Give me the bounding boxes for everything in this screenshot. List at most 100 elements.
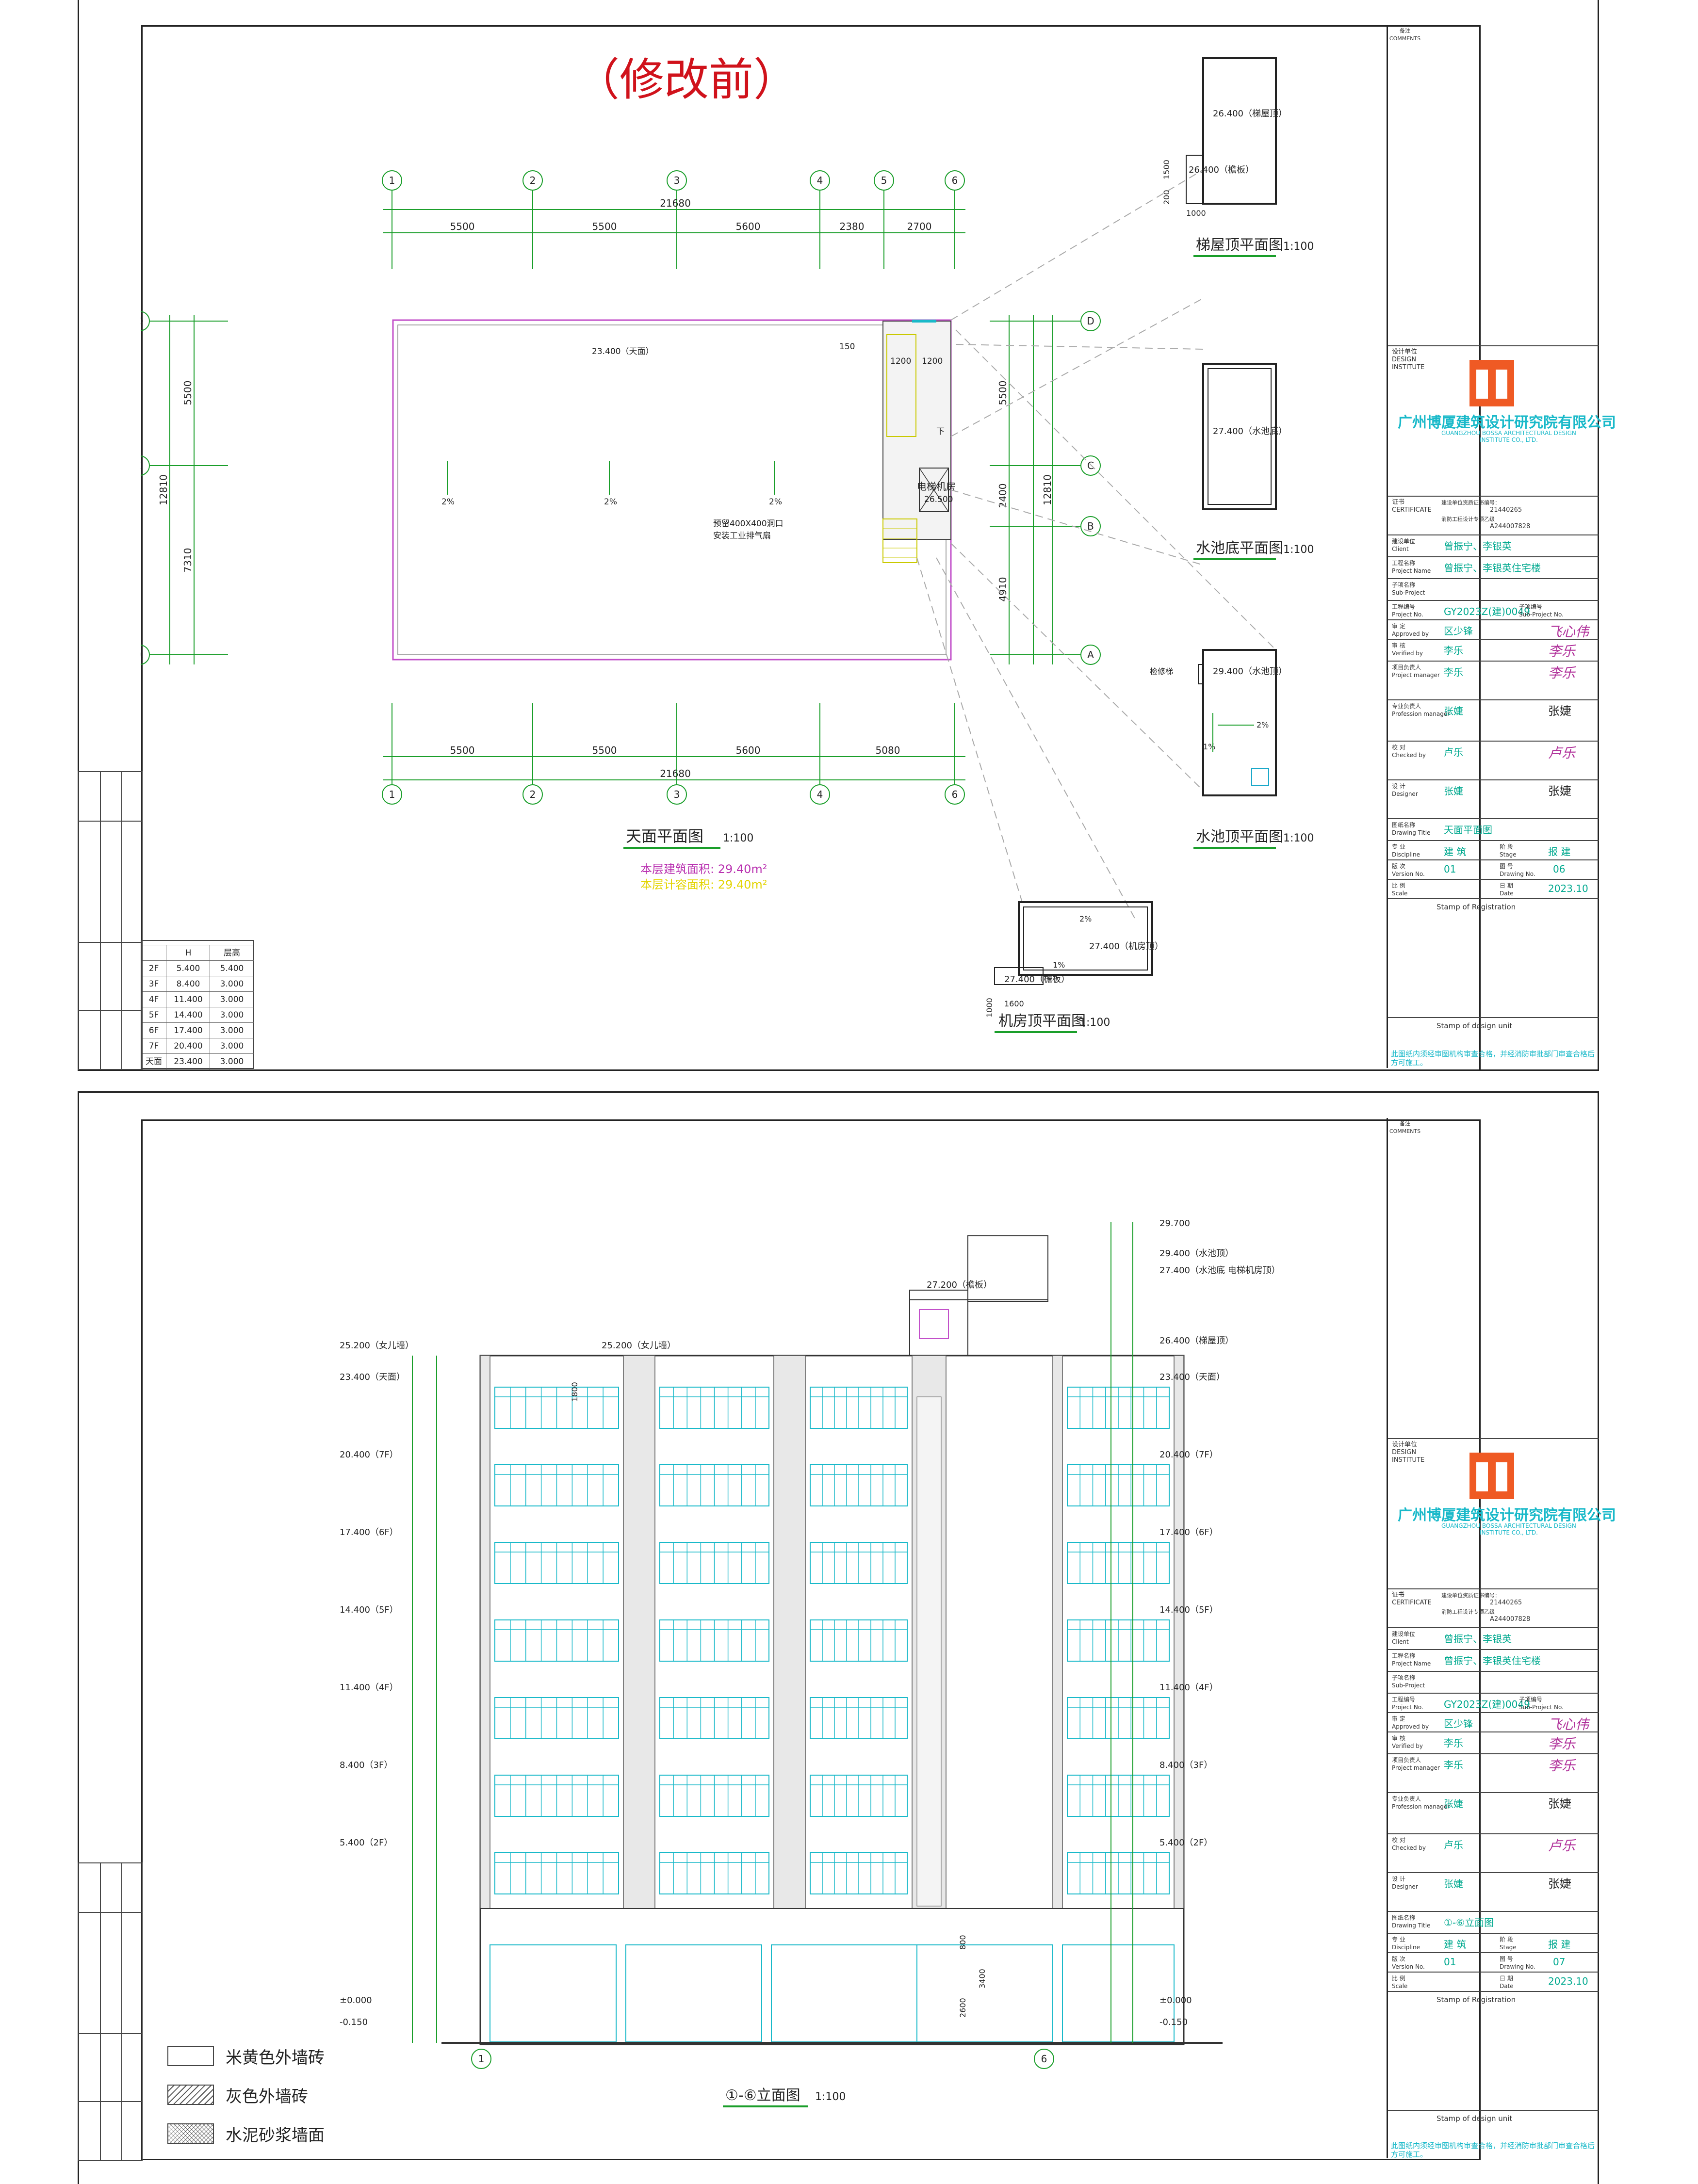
level-label: 8.400（3F） [340,1760,392,1770]
signature: 卢乐 [1548,745,1576,761]
field-value: 建 筑 [1444,846,1467,857]
building-body [479,1355,1185,2045]
cert-line: A244007828 [1490,523,1531,530]
signature: 李乐 [1548,665,1576,681]
level-label: 20.400（7F） [1159,1450,1218,1460]
axis-label: 3 [674,175,680,186]
field-value: ①-⑥立面图 [1444,1917,1494,1928]
stamp-unit-label: Stamp of design unit [1437,2114,1513,2123]
field-value: GY2023Z(建)0049 [1444,1699,1530,1710]
table-cell: 5.400 [166,960,210,976]
down-label: 下 [936,427,945,437]
title-block-row: 子项名称 Sub-Project [1388,1671,1599,1694]
slope: 2% [1079,914,1092,923]
title-block-row: Stamp of Registration [1388,898,1599,1018]
field-label: 工程名称 Project Name [1392,560,1431,574]
dim: 7310 [182,548,194,573]
axis-label: 6 [952,175,958,186]
field-label: 审 核 Verified by [1392,1735,1423,1749]
field-label: 专 业 Discipline [1392,1936,1420,1951]
level: 27.400（水池底） [1213,426,1287,437]
subplan-machine-roof: 2% 1% 27.400（机房顶） 27.400（檐板） 1000 1600 机… [985,901,1163,1033]
axis-label: 4 [817,789,823,800]
slope: 2% [604,497,617,507]
level-label: -0.150 [1159,2017,1188,2027]
design-institute-label: 设计单位 DESIGN INSTITUTE [1392,348,1425,371]
company-name: 广州博厦建筑设计研究院有限公司 [1398,1507,1616,1524]
field-value: 张婕 [1444,1878,1463,1890]
field-value: 区少锋 [1444,625,1473,637]
field-value: 07 [1553,1956,1566,1968]
field-value: 李乐 [1444,666,1463,678]
field-label: 工程编号 Project No. [1392,603,1423,618]
subplan-title: 水池底平面图 [1196,540,1283,557]
level-label: 8.400（3F） [1159,1760,1212,1770]
level-label: 11.400（4F） [1159,1682,1218,1693]
field-label: 项目负责人 Project manager [1392,1757,1440,1771]
field-label: 子项名称 Sub-Project [1392,582,1425,596]
legend-swatch-plain [167,2046,214,2066]
dim: 1000 [1186,209,1206,218]
field-label: 设 计 Designer [1392,783,1418,797]
title-block-row: Stamp of Registration [1388,1991,1599,2111]
dim: 2700 [907,221,932,232]
axis-label: B [1087,520,1094,532]
parapet-dim: 1800 [570,1382,579,1402]
stamp-registration-label: Stamp of Registration [1437,1995,1516,2004]
field-label: 工程编号 Project No. [1392,1696,1423,1711]
field-label: 校 对 Checked by [1392,1837,1426,1851]
level-label: 11.400（4F） [340,1682,398,1693]
signature: 飞心伟 [1548,624,1589,640]
field-value: 卢乐 [1444,746,1463,758]
level: 27.400（檐板） [1004,974,1070,985]
signature: 卢乐 [1548,1838,1576,1854]
dim: 1600 [1004,999,1024,1008]
axis-label: 1 [389,789,395,800]
field-value: 张婕 [1444,705,1463,717]
field-value: 张婕 [1444,785,1463,797]
level-label: 17.400（6F） [340,1527,398,1537]
level-label: 14.400（5F） [340,1605,398,1615]
level-label: 14.400（5F） [1159,1605,1218,1615]
roof-plan-drawing: 1 2 3 4 5 6 21680 5500 5500 5600 2380 27… [141,57,1314,1033]
field-label: 审 核 Verified by [1392,642,1423,657]
area-calc: 本层计容面积: 29.40m² [640,878,767,891]
table-cell: 14.400 [166,1007,210,1023]
table-cell: 5F [142,1007,166,1023]
axis-label: 6 [952,789,958,800]
axis-label: A [141,649,143,661]
cert-line: 消防工程设计专项乙级 [1441,516,1495,522]
field-value: 01 [1444,863,1456,875]
elevation-title: ①-⑥立面图 [725,2087,800,2104]
dim: 5600 [736,221,761,232]
window-bands [494,1387,1170,1894]
field-label: 比 例 Scale [1392,882,1408,897]
field-value: 张婕 [1444,1798,1463,1810]
field-label: 版 次 Version No. [1392,863,1425,877]
parapet-level: 25.200（女儿墙） [602,1341,676,1351]
field-value: 曾振宁、李银英住宅楼 [1444,1655,1541,1666]
vent-note: 安装工业排气扇 [713,531,771,541]
field-label: 子项编号 Sub-Project No. [1519,1696,1564,1711]
company-name-en: GUANGZHOU BOSSA ARCHITECTURAL DESIGN INS… [1441,1522,1576,1536]
title-block-row: Stamp of design unit [1388,1017,1599,1047]
table-cell: 3.000 [210,1022,254,1038]
roof-outline [392,319,952,661]
certificate-label: 证书 CERTIFICATE [1392,1591,1432,1606]
field-value: 李乐 [1444,1759,1463,1771]
table-cell: 3.000 [210,991,254,1007]
revision-banner: （修改前） [575,54,799,106]
axis-label: 4 [817,175,823,186]
field-value: 2023.10 [1548,883,1588,894]
dim: 5500 [450,221,475,232]
left-axis-grid [141,311,228,665]
elevator-level: 26.500 [924,495,953,504]
axis-label: C [1087,460,1094,471]
title-block-row: 证书 CERTIFICATE 建设单位资质证书编号： 21440265 消防工程… [1388,1588,1599,1628]
cert-line: 建设单位资质证书编号： [1441,1592,1500,1599]
